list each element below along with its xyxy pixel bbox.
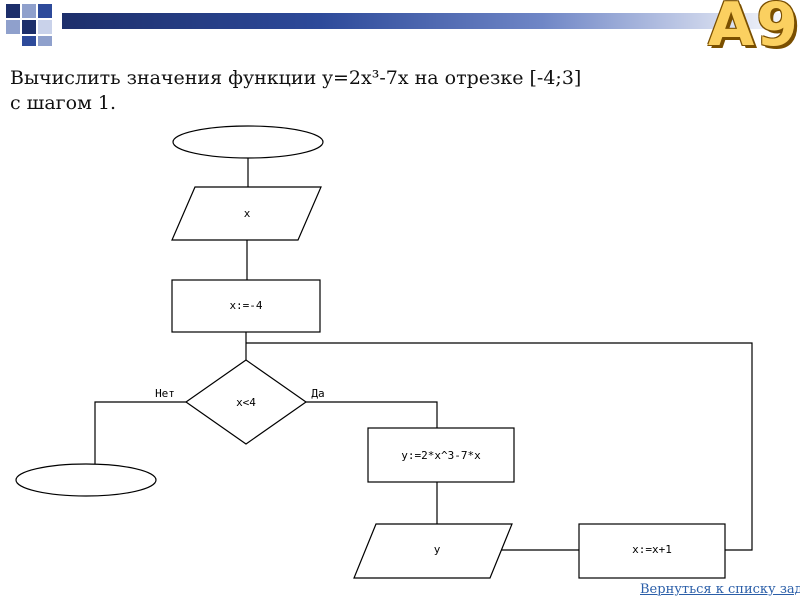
init-block	[171, 279, 321, 333]
square-decoration	[22, 36, 36, 46]
end-terminator	[15, 463, 157, 497]
header-gradient-band	[62, 13, 800, 29]
increment-block	[578, 523, 726, 579]
square-decoration	[38, 20, 52, 34]
square-decoration	[38, 4, 52, 18]
yes-branch-label: Да	[311, 387, 324, 400]
output-block	[353, 523, 513, 579]
compute-label: y:=2*x^3-7*x	[401, 449, 481, 462]
square-decoration	[6, 4, 20, 18]
input-block	[171, 186, 322, 241]
condition-label: x<4	[236, 396, 256, 409]
square-decoration	[6, 20, 20, 34]
start-terminator	[172, 125, 324, 159]
square-decoration	[22, 20, 36, 34]
increment-label: x:=x+1	[632, 543, 672, 556]
back-to-tasks-link[interactable]: Вернуться к списку заданий	[640, 582, 800, 597]
task-line-2: с шагом 1.	[10, 92, 117, 114]
square-decoration	[22, 4, 36, 18]
condition-block	[184, 359, 308, 445]
no-branch-connector	[94, 401, 186, 464]
task-line-1: Вычислить значения функции y=2x³-7x на о…	[10, 67, 582, 89]
slide-header-bar	[0, 0, 800, 50]
loop-back-connector	[246, 342, 753, 551]
slide-number: A9	[707, 0, 800, 60]
compute-block	[367, 427, 515, 483]
decorative-squares	[0, 0, 70, 50]
square-decoration	[38, 36, 52, 46]
task-statement: Вычислить значения функции y=2x³-7x на о…	[10, 66, 730, 116]
no-branch-label: Нет	[155, 387, 175, 400]
init-label: x:=-4	[229, 299, 262, 312]
input-label: x	[244, 207, 251, 220]
yes-branch-connector	[306, 401, 438, 428]
output-label: y	[434, 543, 441, 556]
